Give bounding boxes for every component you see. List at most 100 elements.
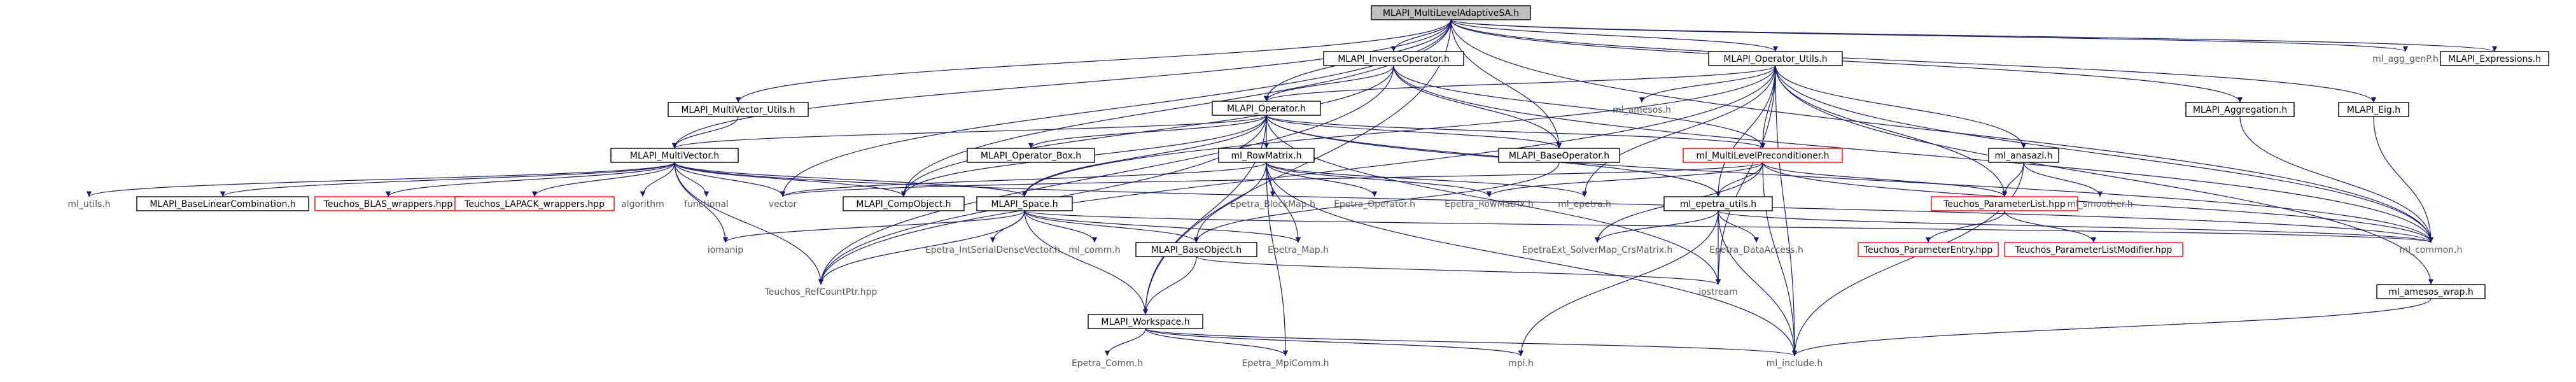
node-box-workspace bbox=[1088, 314, 1203, 329]
node-blas[interactable]: Teuchos_BLAS_wrappers.hpp bbox=[314, 196, 462, 211]
edge-rowmatrix-to-eprowmatrix bbox=[1266, 162, 1492, 197]
edge-workspace-to-epcomm bbox=[1104, 328, 1146, 357]
node-baselin[interactable]: MLAPI_BaseLinearCombination.h bbox=[136, 196, 309, 211]
node-label-functional: functional bbox=[684, 199, 729, 209]
node-solvermap: EpetraExt_SolverMap_CrsMatrix.h bbox=[1522, 245, 1673, 255]
node-label-mlprec: ml_MultiLevelPreconditioner.h bbox=[1696, 151, 1829, 161]
node-epcomm: Epetra_Comm.h bbox=[1072, 358, 1143, 369]
node-box-oputils bbox=[1708, 51, 1843, 66]
node-epoperator: Epetra_Operator.h bbox=[1334, 199, 1415, 209]
edge-multivector-to-vector bbox=[674, 162, 786, 197]
node-label-rowmatrix: ml_RowMatrix.h bbox=[1231, 151, 1301, 161]
node-label-mvutils: MLAPI_MultiVector_Utils.h bbox=[681, 105, 795, 115]
edge-baseobject-to-workspace bbox=[1142, 256, 1197, 315]
node-box-paramlist bbox=[1931, 196, 2078, 211]
edge-space-to-intserial bbox=[990, 210, 1025, 243]
node-baseobject[interactable]: MLAPI_BaseObject.h bbox=[1135, 242, 1257, 257]
edge-multivector-to-mlcommon bbox=[674, 162, 2433, 243]
edge-baseoperator-to-baseobject bbox=[1193, 162, 1560, 243]
dependency-edges bbox=[87, 19, 2497, 357]
node-box-expr bbox=[2440, 51, 2549, 66]
node-dataaccess: Epetra_DataAccess.h bbox=[1709, 245, 1803, 255]
node-mlprec[interactable]: ml_MultiLevelPreconditioner.h bbox=[1683, 148, 1843, 163]
edge-inverse-to-compobject bbox=[900, 65, 1394, 197]
edge-epetrautils-to-mpi bbox=[1518, 210, 1719, 357]
node-multivector[interactable]: MLAPI_MultiVector.h bbox=[610, 148, 739, 163]
edge-mlprec-to-eprowmatrix bbox=[1486, 162, 1763, 197]
node-label-baseoperator: MLAPI_BaseOperator.h bbox=[1509, 151, 1609, 161]
edge-inverse-to-mlcommon bbox=[1393, 65, 2434, 243]
node-inverse[interactable]: MLAPI_InverseOperator.h bbox=[1323, 51, 1464, 66]
edge-mvutils-to-multivector bbox=[671, 116, 739, 149]
node-eig[interactable]: MLAPI_Eig.h bbox=[2338, 102, 2409, 117]
node-space[interactable]: MLAPI_Space.h bbox=[976, 196, 1073, 211]
node-label-dataaccess: Epetra_DataAccess.h bbox=[1709, 245, 1803, 255]
node-paramlistmod[interactable]: Teuchos_ParameterListModifier.hpp bbox=[2004, 242, 2183, 257]
edge-root-to-mlcommon bbox=[1450, 19, 2434, 243]
node-box-paramentry bbox=[1858, 242, 1999, 257]
node-mlcommon: ml_common.h bbox=[2400, 245, 2463, 255]
edge-rowmatrix-to-mlinclude bbox=[1266, 162, 1798, 357]
node-operator[interactable]: MLAPI_Operator.h bbox=[1212, 101, 1321, 116]
node-label-epoperator: Epetra_Operator.h bbox=[1334, 199, 1415, 209]
node-label-eprowmatrix: Epetra_RowMatrix.h bbox=[1445, 199, 1534, 209]
node-iomanip: iomanip bbox=[708, 245, 743, 255]
node-blockmap: Epetra_BlockMap.h bbox=[1230, 199, 1315, 209]
node-paramentry[interactable]: Teuchos_ParameterEntry.hpp bbox=[1858, 242, 1999, 257]
edge-space-to-mlcomm bbox=[1024, 210, 1098, 243]
node-root[interactable]: MLAPI_MultiLevelAdaptiveSA.h bbox=[1371, 5, 1531, 20]
node-ameswrap[interactable]: ml_amesos_wrap.h bbox=[2376, 284, 2486, 299]
node-workspace[interactable]: MLAPI_Workspace.h bbox=[1088, 314, 1203, 329]
node-label-epetrautils: ml_epetra_utils.h bbox=[1680, 199, 1756, 209]
node-box-opbox bbox=[967, 148, 1095, 163]
node-label-compobject: MLAPI_CompObject.h bbox=[856, 199, 951, 209]
node-label-multivector: MLAPI_MultiVector.h bbox=[630, 151, 719, 161]
node-box-eig bbox=[2338, 102, 2409, 117]
node-eprowmatrix: Epetra_RowMatrix.h bbox=[1445, 199, 1534, 209]
edge-multivector-to-lapack bbox=[531, 162, 675, 197]
node-label-paramentry: Teuchos_ParameterEntry.hpp bbox=[1863, 245, 1992, 255]
node-mlepetra: ml_epetra.h bbox=[1558, 199, 1611, 209]
node-label-space: MLAPI_Space.h bbox=[991, 199, 1058, 209]
node-baseoperator[interactable]: MLAPI_BaseOperator.h bbox=[1498, 148, 1620, 163]
node-anasazi[interactable]: ml_anasazi.h bbox=[1988, 148, 2059, 163]
node-aggregation[interactable]: MLAPI_Aggregation.h bbox=[2185, 102, 2295, 117]
node-smoother: ml_smoother.h bbox=[2067, 199, 2132, 209]
node-oputils[interactable]: MLAPI_Operator_Utils.h bbox=[1708, 51, 1843, 66]
edge-inverse-to-baseoperator bbox=[1393, 65, 1562, 149]
node-algorithm: algorithm bbox=[621, 199, 664, 209]
node-compobject[interactable]: MLAPI_CompObject.h bbox=[843, 196, 965, 211]
node-label-epcomm: Epetra_Comm.h bbox=[1072, 358, 1143, 369]
node-mlinclude: ml_include.h bbox=[1767, 358, 1823, 369]
node-epetrautils[interactable]: ml_epetra_utils.h bbox=[1663, 196, 1773, 211]
edge-inverse-to-operator bbox=[1263, 65, 1394, 102]
node-paramlist[interactable]: Teuchos_ParameterList.hpp bbox=[1931, 196, 2078, 211]
node-box-epetrautils bbox=[1663, 196, 1773, 211]
node-label-mlutils: ml_utils.h bbox=[67, 199, 110, 209]
edge-root-to-eig bbox=[1450, 19, 2377, 103]
edge-multivector-to-baselin bbox=[220, 162, 675, 197]
edge-oputils-to-operator bbox=[1264, 65, 1776, 102]
node-rowmatrix[interactable]: ml_RowMatrix.h bbox=[1218, 148, 1315, 163]
node-label-oputils: MLAPI_Operator_Utils.h bbox=[1723, 54, 1827, 64]
node-expr[interactable]: MLAPI_Expressions.h bbox=[2440, 51, 2549, 66]
edge-mlprec-to-paramlist bbox=[1762, 162, 2008, 197]
edge-multivector-to-mlutils bbox=[87, 162, 675, 197]
node-opbox[interactable]: MLAPI_Operator_Box.h bbox=[967, 148, 1095, 163]
edge-operator-to-iostream bbox=[1266, 115, 1721, 285]
edge-baseobject-to-iostream bbox=[1196, 256, 1721, 285]
node-label-opbox: MLAPI_Operator_Box.h bbox=[981, 151, 1081, 161]
node-box-lapack bbox=[454, 196, 615, 211]
node-box-ameswrap bbox=[2376, 284, 2486, 299]
node-box-inverse bbox=[1323, 51, 1464, 66]
node-label-paramlistmod: Teuchos_ParameterListModifier.hpp bbox=[2015, 245, 2173, 255]
edge-inverse-to-mlprec bbox=[1393, 65, 1766, 149]
node-iostream: iostream bbox=[1698, 287, 1738, 297]
node-lapack[interactable]: Teuchos_LAPACK_wrappers.hpp bbox=[454, 196, 615, 211]
node-box-baseobject bbox=[1135, 242, 1257, 257]
node-label-baseobject: MLAPI_BaseObject.h bbox=[1151, 245, 1242, 255]
node-mvutils[interactable]: MLAPI_MultiVector_Utils.h bbox=[668, 102, 809, 117]
node-box-aggregation bbox=[2185, 102, 2295, 117]
edge-mlprec-to-vector bbox=[780, 162, 1763, 197]
node-label-mlcommon: ml_common.h bbox=[2400, 245, 2463, 255]
